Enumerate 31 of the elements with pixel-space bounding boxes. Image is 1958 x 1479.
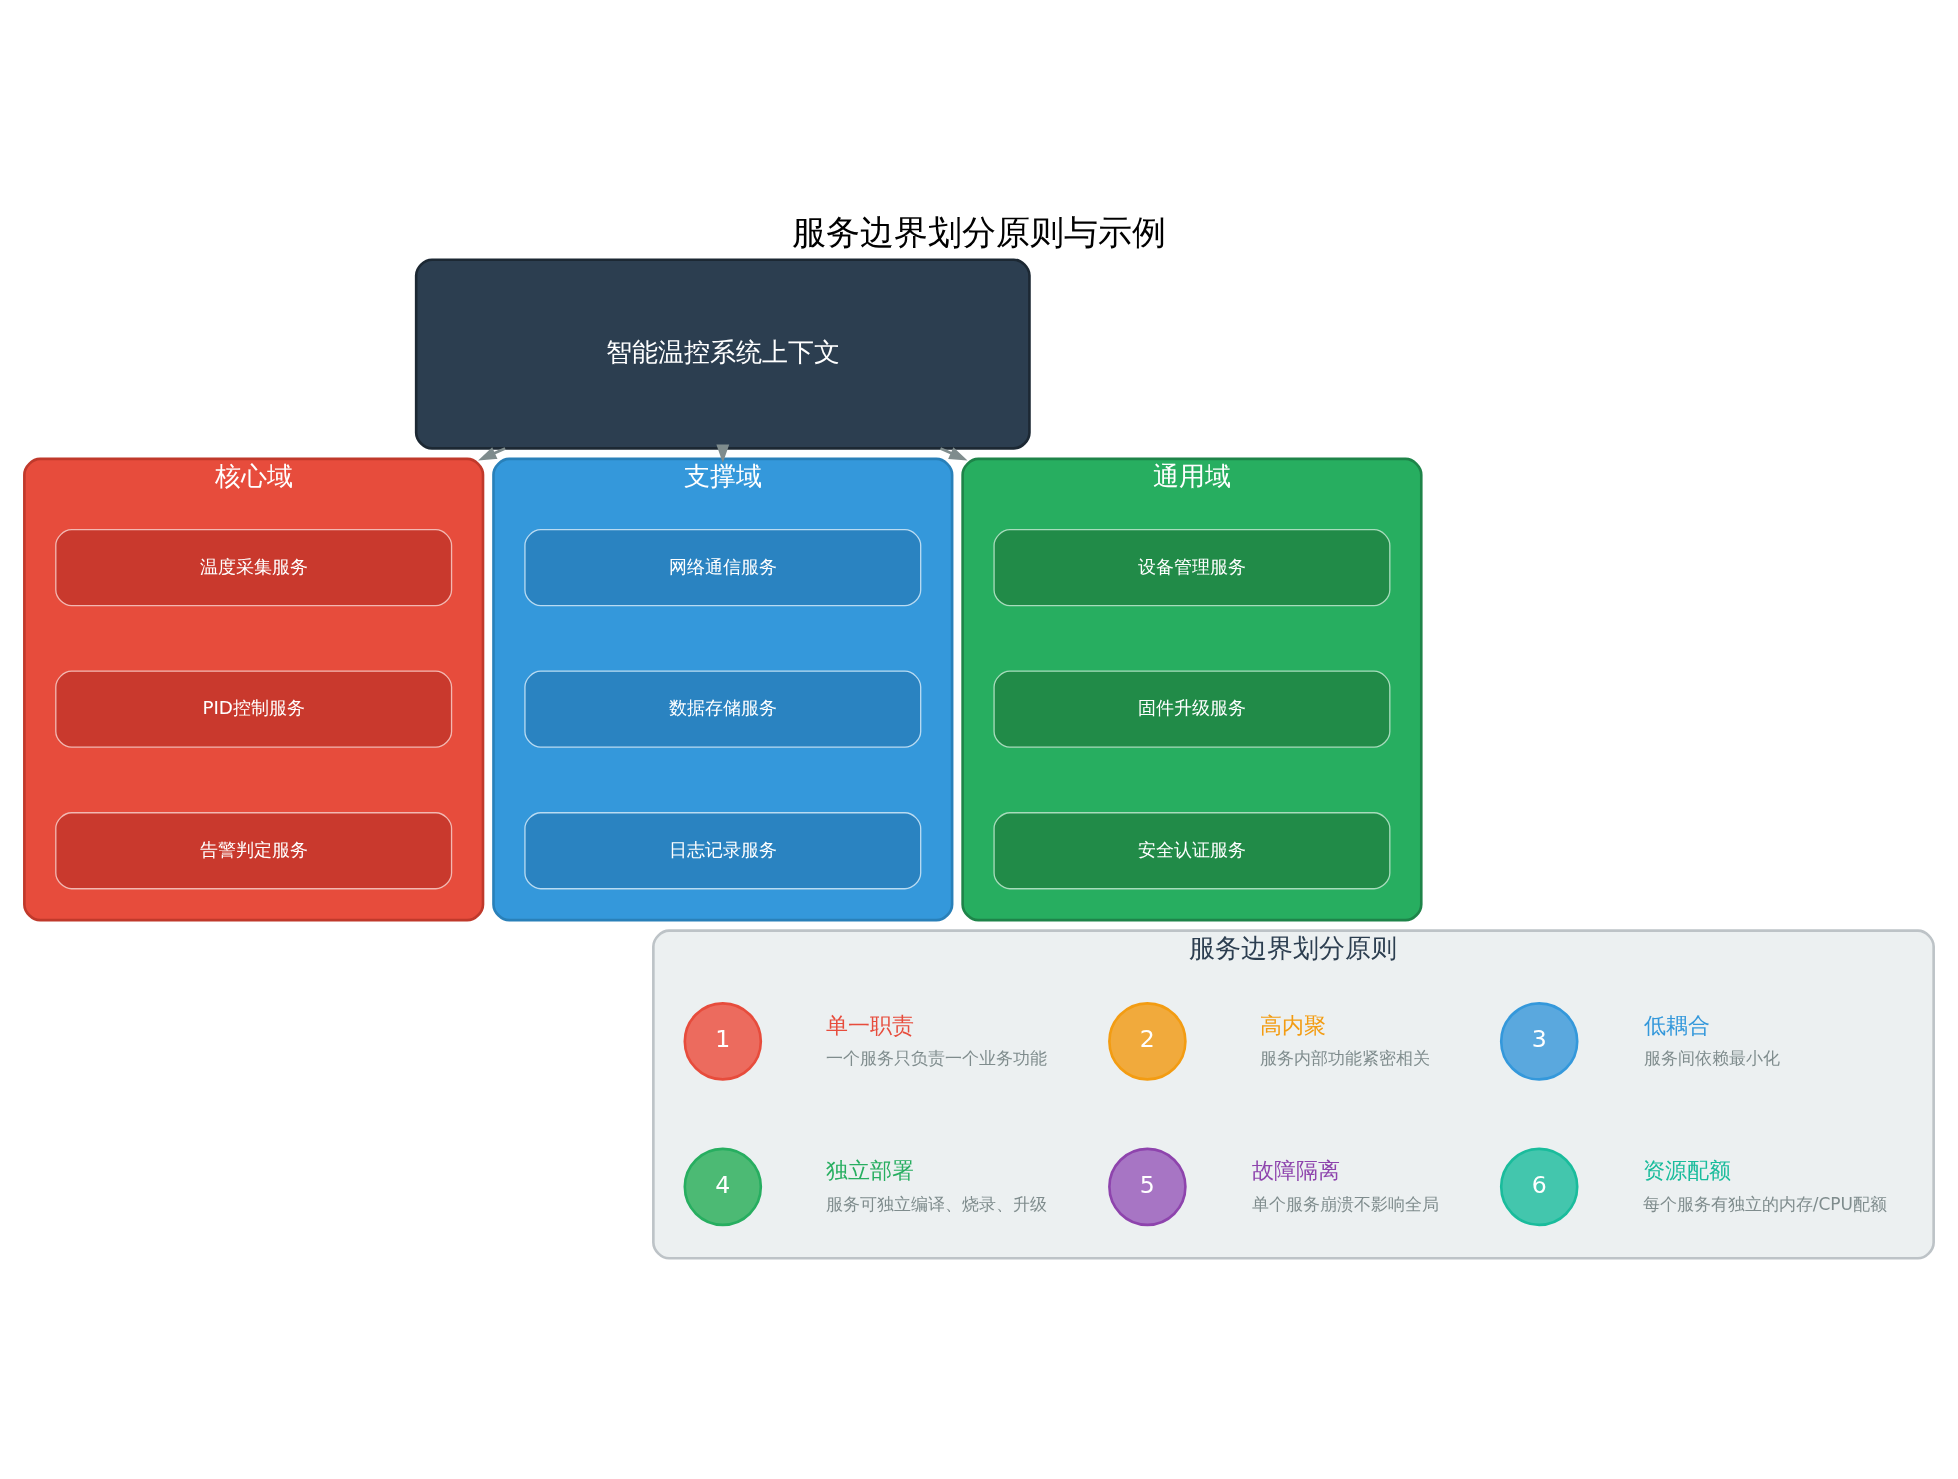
node-circle: 3 [1499,1001,1579,1081]
node-label: 服务间依赖最小化 [1644,1047,1781,1068]
node-box: 告警判定服务 [55,811,453,889]
arrow [478,446,506,461]
node-label: 一个服务只负责一个业务功能 [826,1047,1048,1068]
diagram-title: 服务边界划分原则与示例 [792,211,1166,252]
node-box: PID控制服务 [55,670,453,748]
node-label: 每个服务有独立的内存/CPU配额 [1642,1193,1888,1214]
node-box: 设备管理服务 [993,528,1391,606]
node-box: 固件升级服务 [993,670,1391,748]
node-label: 单一职责 [826,1011,915,1038]
node-box: 温度采集服务 [55,528,453,606]
node-label: 独立部署 [826,1156,915,1183]
node-box: 安全认证服务 [993,811,1391,889]
node-circle: 6 [1499,1147,1579,1226]
node-label: 高内聚 [1260,1011,1327,1038]
node-label: 资源配额 [1642,1156,1731,1183]
node-circle: 1 [683,1001,763,1081]
node-label: 服务内部功能紧密相关 [1260,1047,1431,1068]
node-label: 故障隔离 [1252,1156,1341,1183]
node-label: 单个服务崩溃不影响全局 [1252,1193,1440,1214]
node-circle: 2 [1108,1001,1187,1081]
node-circle: 4 [683,1147,763,1226]
node-box: 网络通信服务 [524,528,922,606]
node-box: 数据存储服务 [524,670,922,748]
node-label: 服务可独立编译、烧录、升级 [826,1193,1048,1214]
arrow [716,444,730,463]
arrow [939,446,968,461]
node-circle: 5 [1108,1147,1187,1226]
node-label: 低耦合 [1644,1011,1711,1038]
node-box: 日志记录服务 [524,811,922,889]
